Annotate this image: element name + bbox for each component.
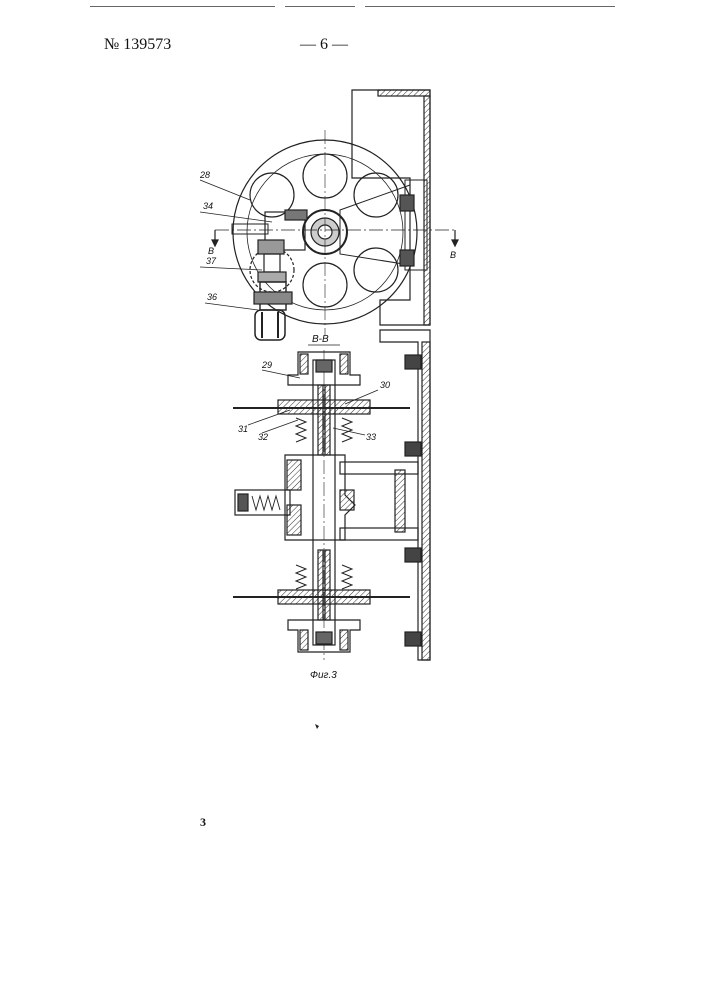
bracket-beam-upper — [340, 462, 418, 474]
pin-block — [258, 240, 284, 254]
roller-lower-right — [354, 248, 398, 292]
callout-30: 30 — [380, 380, 390, 390]
plate-bolt-2 — [405, 442, 421, 456]
lower-hub — [278, 590, 370, 604]
callout-36: 36 — [207, 292, 217, 302]
callout-28: 28 — [199, 170, 210, 180]
section-marker-left: В — [208, 246, 214, 256]
roller-upper-right — [354, 173, 398, 217]
callout-37: 37 — [206, 256, 217, 266]
lower-nut — [316, 632, 332, 644]
callout-29: 29 — [261, 360, 272, 370]
plate-bolt-4 — [405, 632, 421, 646]
bolt-lower — [400, 250, 414, 266]
callout-32: 32 — [258, 432, 268, 442]
callout-34: 34 — [203, 201, 213, 211]
stray-mark — [315, 724, 319, 729]
bolt-upper — [400, 195, 414, 211]
lever-cap — [285, 210, 307, 220]
callout-33: 33 — [366, 432, 376, 442]
frame-top-hatch — [378, 90, 430, 96]
footer-mark: 3 — [200, 815, 206, 830]
fork-end — [255, 310, 285, 340]
bracket-beam-lower — [340, 528, 418, 540]
callout-31: 31 — [238, 424, 248, 434]
frame-bracket — [352, 90, 430, 325]
plate-bolt-3 — [405, 548, 421, 562]
upper-view — [212, 90, 458, 340]
link-mid — [258, 272, 286, 282]
lever-arm — [232, 224, 268, 234]
figure-caption: Фиг.3 — [310, 670, 337, 681]
link-upper — [264, 254, 280, 272]
link-clamp — [254, 292, 292, 304]
plate-bolt-1 — [405, 355, 421, 369]
upper-hub — [278, 400, 370, 414]
section-title: В-В — [312, 334, 329, 345]
section-view — [233, 330, 430, 660]
section-marker-right: В — [450, 250, 456, 260]
actuator-spring — [252, 496, 280, 510]
upper-nut — [316, 360, 332, 372]
